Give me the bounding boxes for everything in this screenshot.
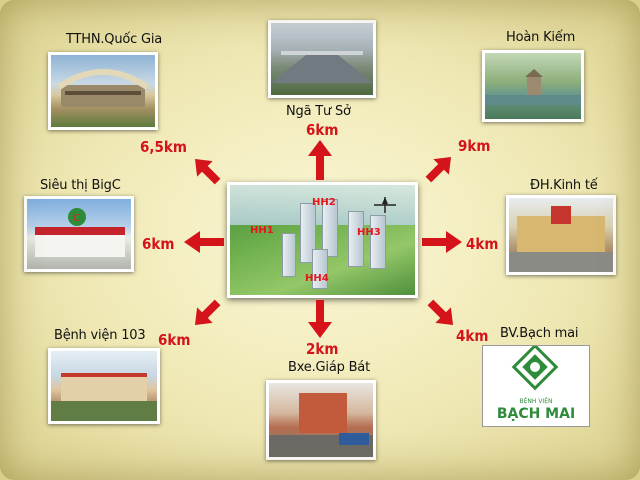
location-name-dh-kinh-te: ĐH.Kinh tế [530,178,598,193]
compass-icon [374,197,396,213]
location-name-benh-vien-103: Bệnh viện 103 [54,328,146,343]
photo-bxe-giap-bat [266,380,376,460]
svg-text:C: C [73,213,80,224]
photo-sieu-thi-bigc: C [24,196,134,272]
arrow-right-icon [422,231,462,253]
turtle-tower-drawing [485,69,581,105]
photo-hoan-kiem [482,50,584,122]
arrow-down-left-icon [194,299,221,326]
location-name-nga-tu-so: Ngã Tư Sở [286,104,351,119]
overpass-drawing [271,51,373,83]
building-tag-hh4: HH4 [305,273,329,284]
arrow-up-icon [308,140,332,180]
distance-tthn-quoc-gia: 6,5km [140,138,187,156]
distance-bxe-giap-bat: 2km [306,340,339,358]
building-tag-hh2: HH2 [312,197,336,208]
building-tag-hh3: HH3 [357,227,381,238]
distance-dh-kinh-te: 4km [466,235,499,253]
arrow-left-icon [184,231,224,253]
photo-dh-kinh-te [506,195,616,275]
building-tag-hh1: HH1 [250,225,274,236]
distance-benh-vien-103: 6km [158,331,191,349]
distance-hoan-kiem: 9km [458,137,491,155]
distance-bv-bach-mai: 4km [456,327,489,345]
arrow-down-right-icon [427,299,454,326]
location-name-bxe-giap-bat: Bxe.Giáp Bát [288,360,370,375]
arrow-down-icon [308,300,332,338]
location-name-bv-bach-mai: BV.Bạch mai [500,326,579,341]
hospital-103-drawing [51,373,157,421]
bachmai-logo-small-text: BỆNH VIỆN [519,398,553,405]
location-name-sieu-thi-bigc: Siêu thị BigC [40,178,121,193]
bigc-building-drawing: C [35,208,125,257]
convention-center-drawing [57,69,149,107]
distance-sieu-thi-bigc: 6km [142,235,175,253]
arrow-up-left-icon [194,158,221,185]
photo-tthn-quoc-gia [48,52,158,130]
photo-benh-vien-103 [48,348,160,424]
arrow-up-right-icon [425,156,452,183]
bachmai-logo-big-text: BẠCH MAI [496,406,576,422]
photo-nga-tu-so [268,20,376,98]
bachmai-logo-panel: BỆNH VIỆN BẠCH MAI [482,343,590,427]
distance-nga-tu-so: 6km [306,121,339,139]
location-name-tthn-quoc-gia: TTHN.Quốc Gia [66,32,163,47]
project-site-map: HH1 HH2 HH3 HH4 [227,182,418,298]
bachmai-logo-icon [511,343,559,391]
university-building-drawing [509,206,613,272]
location-name-hoan-kiem: Hoàn Kiếm [506,30,576,45]
bus-station-drawing [269,393,373,457]
